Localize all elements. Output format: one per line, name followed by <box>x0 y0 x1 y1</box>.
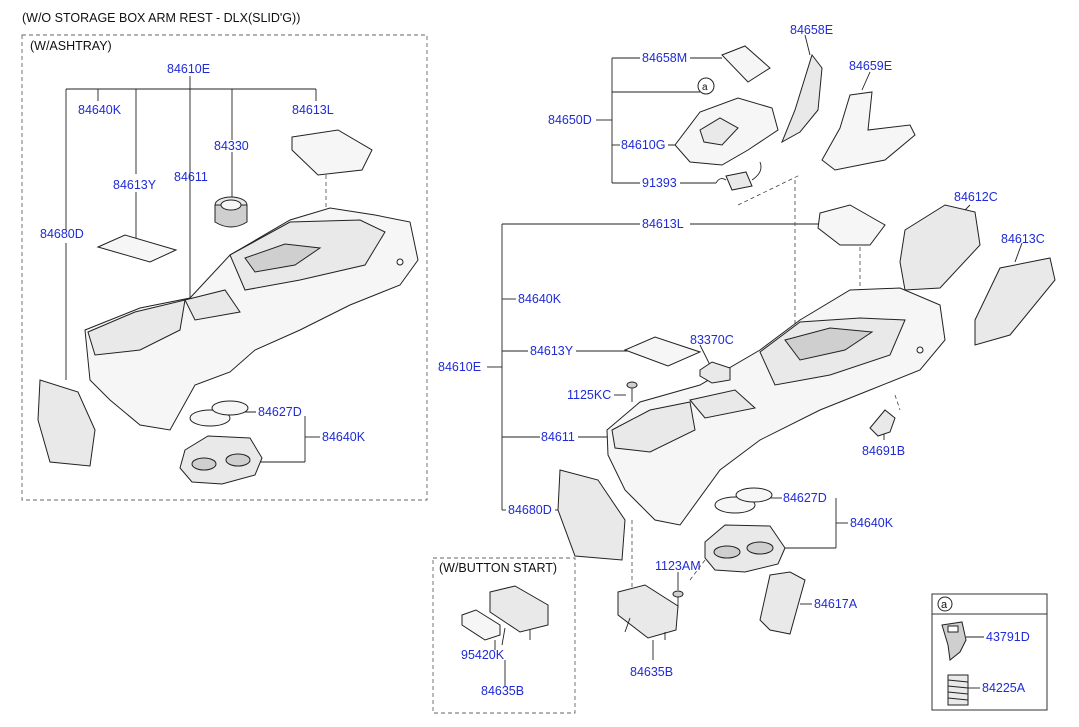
label-84691B: 84691B <box>862 444 905 458</box>
label-84613Y-right: 84613Y <box>530 344 574 358</box>
label-84330-left: 84330 <box>214 139 249 153</box>
label-84225A: 84225A <box>982 681 1026 695</box>
right-bolt-1125KC <box>626 381 638 402</box>
label-84640K-left-bottom: 84640K <box>322 430 366 444</box>
label-84658M: 84658M <box>642 51 687 65</box>
label-84627D-left: 84627D <box>258 405 302 419</box>
label-84680D-left: 84680D <box>40 227 84 241</box>
right-rear-cover-84680D <box>557 469 626 561</box>
right-shift-cover <box>721 45 771 83</box>
legend-knob-part <box>941 621 967 661</box>
left-ashtray-cup <box>214 196 248 228</box>
left-console-body <box>84 207 419 431</box>
label-84635B-right: 84635B <box>630 665 673 679</box>
label-84610E-right: 84610E <box>438 360 481 374</box>
label-1123AM: 1123AM <box>655 559 701 573</box>
left-armrest-lid <box>291 129 373 176</box>
label-43791D: 43791D <box>986 630 1030 644</box>
label-84640K-right-bottom: 84640K <box>850 516 894 530</box>
label-84613C: 84613C <box>1001 232 1045 246</box>
left-cupholder <box>179 435 263 485</box>
left-mat-pad <box>96 234 178 263</box>
right-console-body <box>606 287 946 526</box>
right-side-trim-84658E <box>781 53 823 144</box>
ashtray-variant-box <box>21 34 428 501</box>
right-screw-1123AM <box>672 590 684 608</box>
label-84613L-left: 84613L <box>292 103 334 117</box>
label-84640K-left-top: 84640K <box>78 103 122 117</box>
right-side-panel-84613C <box>974 257 1056 346</box>
label-84617A: 84617A <box>814 597 858 611</box>
label-84650D: 84650D <box>548 113 592 127</box>
label-84635B-button-start: 84635B <box>481 684 524 698</box>
label-84613Y-left: 84613Y <box>113 178 157 192</box>
label-84659E: 84659E <box>849 59 892 73</box>
button-start-variant-box <box>432 557 576 714</box>
label-84658E: 84658E <box>790 23 833 37</box>
button-start-bracket <box>461 585 549 646</box>
right-cupholder <box>704 524 786 573</box>
legend-box <box>931 593 1048 711</box>
right-cupholder-mat <box>714 487 773 514</box>
right-bracket-84617A <box>759 571 806 635</box>
right-side-trim-84659E <box>821 91 916 171</box>
right-harness-connector <box>715 161 762 191</box>
marker-a-on-panel: a <box>702 82 708 93</box>
label-84627D-right: 84627D <box>783 491 827 505</box>
left-cupholder-mat <box>189 400 249 427</box>
label-95420K: 95420K <box>461 648 505 662</box>
legend-marker-label: a <box>941 599 948 611</box>
ashtray-variant-label: (W/ASHTRAY) <box>30 39 112 53</box>
legend-spring-part <box>947 674 969 706</box>
label-1125KC: 1125KC <box>567 388 611 402</box>
button-start-leaders <box>494 640 506 686</box>
label-84680D-right: 84680D <box>508 503 552 517</box>
label-84611-left: 84611 <box>174 170 208 184</box>
label-84613L-right: 84613L <box>642 217 684 231</box>
button-start-variant-label: (W/BUTTON START) <box>439 561 557 575</box>
label-84612C: 84612C <box>954 190 998 204</box>
label-84640K-right-top: 84640K <box>518 292 562 306</box>
label-84610E-left: 84610E <box>167 62 210 76</box>
right-clip-83370C <box>699 361 731 384</box>
right-bracket-84635B <box>617 584 679 640</box>
label-84611-right: 84611 <box>541 430 575 444</box>
right-bracket-84691B <box>869 409 896 437</box>
label-83370C: 83370C <box>690 333 734 347</box>
right-mat-84613Y <box>623 336 702 367</box>
left-rear-cover <box>37 379 96 467</box>
right-shift-panel: a <box>674 77 779 166</box>
label-84610G: 84610G <box>621 138 665 152</box>
diagram-title: (W/O STORAGE BOX ARM REST - DLX(SLID'G)) <box>22 11 300 25</box>
legend-marker-circle <box>937 596 953 612</box>
right-side-panel-84612C <box>899 204 981 291</box>
right-armrest-lid <box>817 204 886 246</box>
label-91393: 91393 <box>642 176 677 190</box>
